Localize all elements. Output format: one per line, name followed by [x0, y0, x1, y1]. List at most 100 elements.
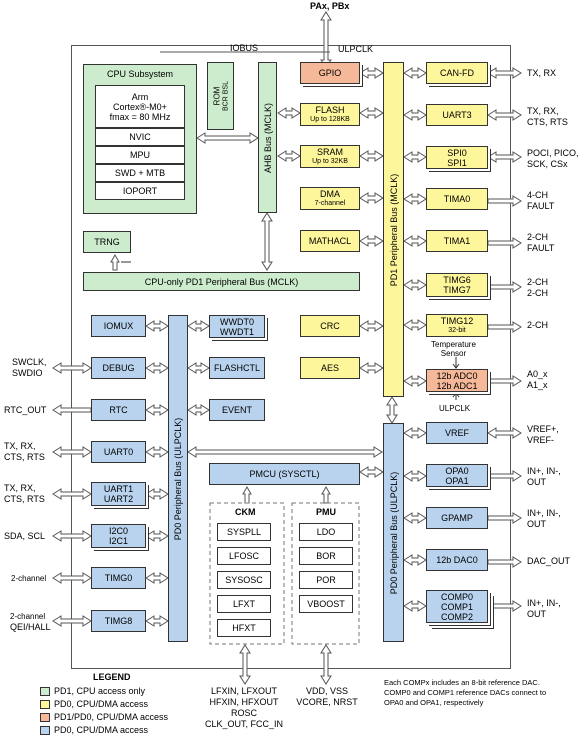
dma-block: DMA 7-channel [300, 187, 360, 210]
flash-block: FLASH Up to 128KB [300, 103, 360, 126]
ckm-pins-line4: CLK_OUT, FCC_IN [204, 719, 284, 729]
timg0-pins: 2-channel [11, 574, 47, 583]
comp-note-line1: Each COMPx includes an 8-bit reference D… [384, 678, 540, 687]
opa-block: OPA0 OPA1 [426, 464, 488, 487]
gpamp-pins: IN+, IN-, OUT [527, 508, 561, 530]
legend-label: PD1/PD0, CPU/DMA access [54, 712, 169, 722]
opa-pins-line2: OUT [527, 477, 546, 487]
debug-pins-line1: SWCLK, [12, 357, 47, 367]
timg6-label: TIMG6 [443, 275, 471, 285]
canfd-pins: TX, RX [527, 68, 557, 78]
temp-sensor-line2: Sensor [440, 349, 467, 358]
legend-item: PD1, CPU access only [40, 686, 145, 697]
mpu-block: MPU [95, 146, 185, 164]
legend-item: PD1/PD0, CPU/DMA access [40, 712, 168, 723]
debug-pins: SWCLK, SWDIO [12, 357, 47, 379]
flash-label: FLASH [315, 104, 345, 115]
comp0-label: COMP0 [440, 591, 473, 602]
spi0-label: SPI0 [447, 147, 467, 158]
debug-block: DEBUG [91, 357, 146, 379]
i2c-pins: SDA, SCL [4, 531, 46, 541]
timg0-block: TIMG0 [91, 567, 146, 589]
ckm-pins-line2: HFXIN, HFXOUT [209, 697, 279, 707]
ldo-block: LDO [299, 523, 353, 541]
legend-swatch [40, 700, 50, 710]
ioport-block: IOPORT [95, 182, 185, 200]
comp-note-line3: OPA0 and OPA1, respectively [384, 698, 484, 707]
legend-item: PD0, CPU/DMA access [40, 725, 148, 736]
pmcu-block: PMCU (SYSCTL) [209, 463, 360, 485]
iomux-block: IOMUX [91, 315, 146, 337]
sysosc-block: SYSOSC [217, 571, 271, 589]
dma-label: DMA [320, 188, 340, 199]
opa0-label: OPA0 [445, 465, 469, 476]
legend-swatch [40, 713, 50, 723]
uart0-pins-line2: CTS, RTS [4, 452, 45, 462]
tima1-block: TIMA1 [426, 230, 488, 252]
opa1-label: OPA1 [445, 475, 469, 486]
aes-block: AES [300, 357, 360, 379]
i2c1-label: I2C1 [108, 536, 128, 546]
opa-pins-line1: IN+, IN-, [527, 466, 561, 476]
pd0-bus-right-label: PD0 Peripheral Bus (ULPCLK) [388, 471, 399, 594]
adc-pins-line2: A1_x [527, 380, 548, 390]
uart12-block: UART1 UART2 [91, 482, 146, 506]
uart0-block: UART0 [91, 441, 146, 463]
adc-pins: A0_x A1_x [527, 369, 548, 391]
uart0-pins: TX, RX, CTS, RTS [4, 441, 45, 463]
vboost-block: VBOOST [299, 595, 353, 613]
gpio-block: GPIO [300, 62, 360, 84]
legend-title: LEGEND [93, 672, 131, 682]
comp2-label: COMP2 [440, 611, 473, 622]
sram-block: SRAM Up to 32KB [300, 145, 360, 168]
event-block: EVENT [209, 399, 265, 421]
dma-sub-label: 7-channel [314, 199, 346, 207]
pmu-pins-line2: VCORE, NRST [296, 697, 358, 707]
swd-mtb-block: SWD + MTB [95, 164, 185, 182]
iobus-label: IOBUS [230, 43, 259, 53]
pd1-bus-label: PD1 Peripheral Bus (MCLK) [388, 173, 399, 286]
spi1-label: SPI1 [447, 157, 467, 168]
mathacl-block: MATHACL [300, 230, 360, 252]
trng-block: TRNG [83, 231, 131, 253]
tima1-pins: 2-CH FAULT [527, 232, 554, 254]
adc-pins-line1: A0_x [527, 369, 548, 379]
timg6-7-block: TIMG6 TIMG7 [426, 273, 488, 297]
tima1-pins-line2: FAULT [527, 243, 555, 253]
ulpclk-gpio-label: ULPCLK [338, 44, 374, 54]
uart3-pins-line2: CTS, RTS [527, 117, 568, 127]
comp-pins-line2: OUT [527, 609, 546, 619]
uart2-label: UART2 [103, 494, 134, 504]
pd1-peripheral-bus: PD1 Peripheral Bus (MCLK) [383, 62, 404, 397]
i2c-block: I2C0 I2C1 [91, 524, 146, 548]
spi-pins-line2: SCK, CSx [527, 159, 568, 169]
tima0-pins-line2: FAULT [527, 201, 555, 211]
legend-label: PD0, CPU/DMA access [54, 725, 149, 735]
adc1-label: 12b ADC1 [436, 380, 478, 391]
ckm-pins-line3: ROSC [230, 708, 257, 718]
vref-pins: VREF+, VREF- [527, 424, 559, 446]
gpamp-pins-line2: OUT [527, 519, 546, 529]
arm-core-line1: Arm [131, 91, 149, 102]
ckm-pins: LFXIN, LFXOUT HFXIN, HFXOUT ROSC CLK_OUT… [200, 686, 288, 730]
uart12-pins-line1: TX, RX, [4, 483, 36, 493]
lfxt-block: LFXT [217, 595, 271, 613]
temp-sensor-line1: Temperature [431, 340, 476, 349]
timg12-label: TIMG12 [440, 315, 474, 326]
arm-core-line3: fmax = 80 MHz [109, 111, 171, 122]
spi-pins: POCI, PICO, SCK, CSx [527, 148, 579, 170]
comp1-label: COMP1 [440, 601, 473, 612]
pmu-pins-line1: VDD, VSS [305, 686, 348, 696]
ahb-bus: AHB Bus (MCLK) [258, 62, 277, 213]
uart3-pins-line1: TX, RX, [527, 106, 559, 116]
device-outline [71, 45, 511, 669]
ckm-pins-line1: LFXIN, LFXOUT [210, 686, 277, 696]
legend-swatch [40, 726, 50, 736]
comp-note-line2: COMP0 and COMP1 reference DACs connect t… [384, 688, 547, 697]
bor-block: BOR [299, 547, 353, 565]
rom-label: ROM [212, 86, 222, 106]
wwdt1-label: WWDT1 [220, 326, 254, 337]
ulpclk-adc-label: ULPCLK [439, 404, 471, 413]
gpamp-block: GPAMP [426, 507, 488, 529]
comp-block: COMP0 COMP1 COMP2 [426, 590, 488, 623]
